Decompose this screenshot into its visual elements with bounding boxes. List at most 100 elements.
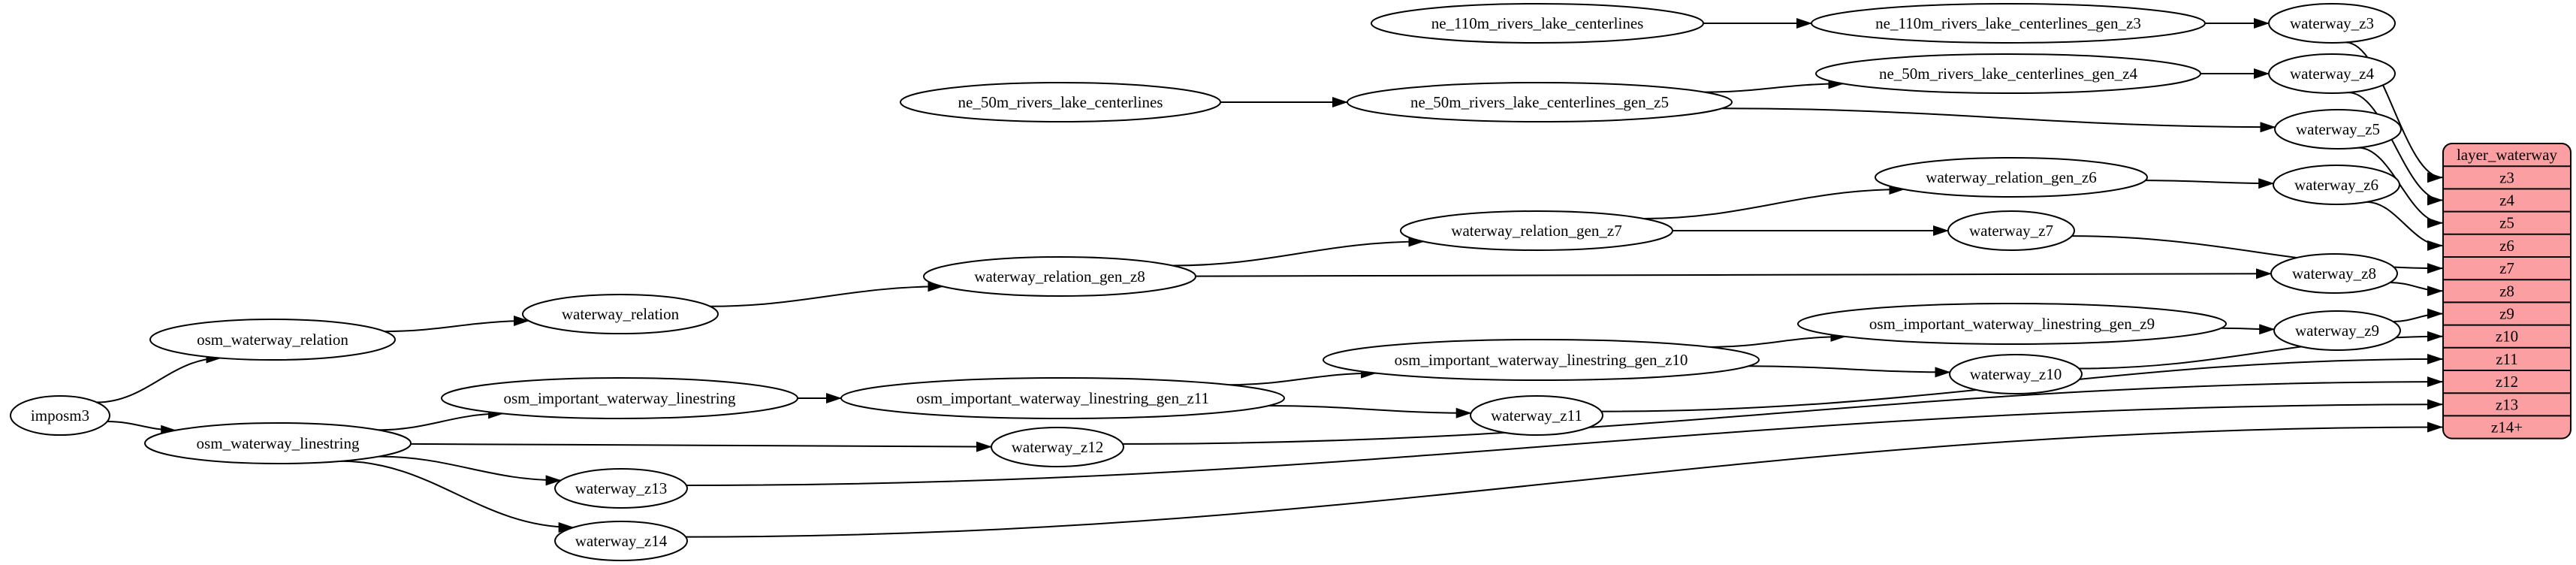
node-waterway_relation_gen_z6: waterway_relation_gen_z6 [1875,157,2148,198]
node-ellipse [900,82,1221,122]
node-ellipse [2268,53,2396,94]
node-ellipse [554,468,688,509]
edge-waterway_z9-to-layer-waterway-z9 [2393,308,2443,322]
node-ellipse [1400,210,1673,251]
node-waterway_z14: waterway_z14 [554,521,688,561]
node-waterway_z12: waterway_z12 [991,427,1124,467]
node-waterway_relation_gen_z8: waterway_relation_gen_z8 [923,256,1196,297]
node-ellipse [144,422,412,464]
edge-waterway_z6-to-layer-waterway-z6 [2366,201,2443,251]
table-row-z13: z13 [2496,395,2518,413]
node-label: ne_50m_rivers_lake_centerlines_gen_z5 [1410,93,1669,111]
node-label: waterway_z12 [1012,438,1103,456]
edge-imposm3-to-osm_waterway_linestring [107,421,177,436]
node-label: waterway_z6 [2294,176,2378,194]
edge-imposm3-to-osm_waterway_relation [96,352,222,403]
node-waterway_z4: waterway_z4 [2268,53,2396,94]
edge-waterway_z5-to-layer-waterway-z5 [2358,147,2443,228]
node-ellipse [1371,3,1704,44]
node-ellipse [522,294,719,334]
node-osm_important_waterway_linestring_gen_z10: osm_important_waterway_linestring_gen_z1… [1323,339,1760,381]
node-ellipse [923,256,1196,297]
edge-waterway_relation_gen_z7-to-waterway_relation_gen_z6 [1643,184,1905,219]
edge-waterway_z8-to-layer-waterway-z8 [2390,282,2443,297]
node-ellipse [991,427,1124,467]
node-osm_important_waterway_linestring_gen_z11: osm_important_waterway_linestring_gen_z1… [840,377,1285,419]
edge-osm_important_waterway_linestring_gen_z9-to-waterway_z9 [2221,324,2276,335]
edge-osm_important_waterway_linestring_gen_z10-to-osm_important_waterway_linestring_gen_z9 [1709,331,1847,348]
edge-osm_waterway_relation-to-waterway_relation [384,316,529,333]
table-row-z7: z7 [2499,259,2514,277]
node-ne_50m_rivers_lake_centerlines: ne_50m_rivers_lake_centerlines [900,82,1221,122]
table-row-z9: z9 [2499,305,2514,323]
node-label: osm_important_waterway_linestring_gen_z1… [916,389,1209,407]
node-osm_important_waterway_linestring_gen_z9: osm_important_waterway_linestring_gen_z9 [1797,303,2227,345]
node-ellipse [1947,210,2075,251]
edge-waterway_z12-to-layer-waterway-z12 [1122,376,2443,445]
table-row-z10: z10 [2496,328,2518,346]
edge-osm_waterway_linestring-to-waterway_z14 [340,460,575,533]
node-ellipse [1470,395,1603,436]
node-label: waterway_z4 [2290,65,2374,83]
node-ellipse [554,521,688,561]
edge-waterway_relation-to-waterway_relation_gen_z8 [710,281,944,307]
table-row-z11: z11 [2496,350,2518,368]
table-row-z14+: z14+ [2491,418,2523,437]
node-ellipse [2268,3,2396,44]
node-label: waterway_z8 [2292,264,2376,282]
node-ne_50m_rivers_lake_centerlines_gen_z5: ne_50m_rivers_lake_centerlines_gen_z5 [1347,82,1733,122]
edges-layer [96,18,2443,538]
node-osm_waterway_relation: osm_waterway_relation [149,319,396,361]
nodes-layer: imposm3 osm_waterway_relation osm_waterway… [10,3,2402,561]
node-label: osm_important_waterway_linestring_gen_z1… [1395,351,1688,369]
node-ellipse [1815,53,2201,94]
node-ne_110m_rivers_lake_centerlines: ne_110m_rivers_lake_centerlines [1371,3,1704,44]
node-waterway_z8: waterway_z8 [2270,253,2398,294]
table-row-z8: z8 [2499,282,2514,300]
node-ellipse [1949,354,2083,394]
edge-waterway_z3-to-layer-waterway-z3 [2345,41,2443,183]
node-ellipse [1347,82,1733,122]
node-ellipse [2270,253,2398,294]
node-label: waterway_z14 [575,532,668,550]
table-layer: layer_waterwayz3z4z5z6z7z8z9z10z11z12z13… [2442,143,2571,440]
table-outline [2442,143,2571,440]
node-ellipse [1797,303,2227,345]
node-imposm3: imposm3 [10,395,110,436]
edge-osm_important_waterway_linestring_gen_z11-to-osm_important_waterway_linestring_gen_z10 [1229,367,1377,386]
table-row-z5: z5 [2499,214,2514,232]
table-title: layer_waterway [2457,146,2558,164]
node-osm_important_waterway_linestring: osm_important_waterway_linestring [441,377,798,419]
node-label: waterway_relation_gen_z7 [1451,222,1621,240]
edge-waterway_relation_gen_z8-to-waterway_relation_gen_z7 [1172,236,1425,267]
node-label: ne_110m_rivers_lake_centerlines_gen_z3 [1875,14,2141,32]
table-row-z12: z12 [2496,373,2518,391]
node-ellipse [149,319,396,361]
node-ellipse [1875,157,2148,198]
node-label: waterway_z11 [1491,406,1582,425]
edge-waterway_relation_gen_z8-to-waterway_z8 [1195,268,2272,279]
node-ellipse [840,377,1285,419]
node-waterway_z6: waterway_z6 [2273,165,2400,205]
node-waterway_z13: waterway_z13 [554,468,688,509]
node-label: waterway_relation [562,305,680,323]
table-row-z4: z4 [2499,192,2514,210]
edge-waterway_relation_gen_z6-to-waterway_z6 [2145,178,2275,189]
node-ellipse [10,395,110,436]
node-label: waterway_z10 [1970,365,2062,383]
node-label: ne_50m_rivers_lake_centerlines_gen_z4 [1879,65,2138,83]
node-waterway_relation_gen_z7: waterway_relation_gen_z7 [1400,210,1673,251]
table-row-z3: z3 [2499,168,2514,186]
node-label: waterway_z7 [1969,222,2053,240]
node-label: waterway_z9 [2295,322,2379,340]
node-waterway_z3: waterway_z3 [2268,3,2396,44]
edge-waterway_z14-to-layer-waterway-z14+ [686,421,2443,538]
node-label: osm_waterway_relation [197,331,348,349]
node-label: waterway_relation_gen_z8 [974,267,1145,286]
node-osm_waterway_linestring: osm_waterway_linestring [144,422,412,464]
node-ellipse [1811,3,2206,44]
node-ellipse [2273,310,2401,351]
edge-osm_waterway_linestring-to-waterway_z12 [410,441,992,452]
